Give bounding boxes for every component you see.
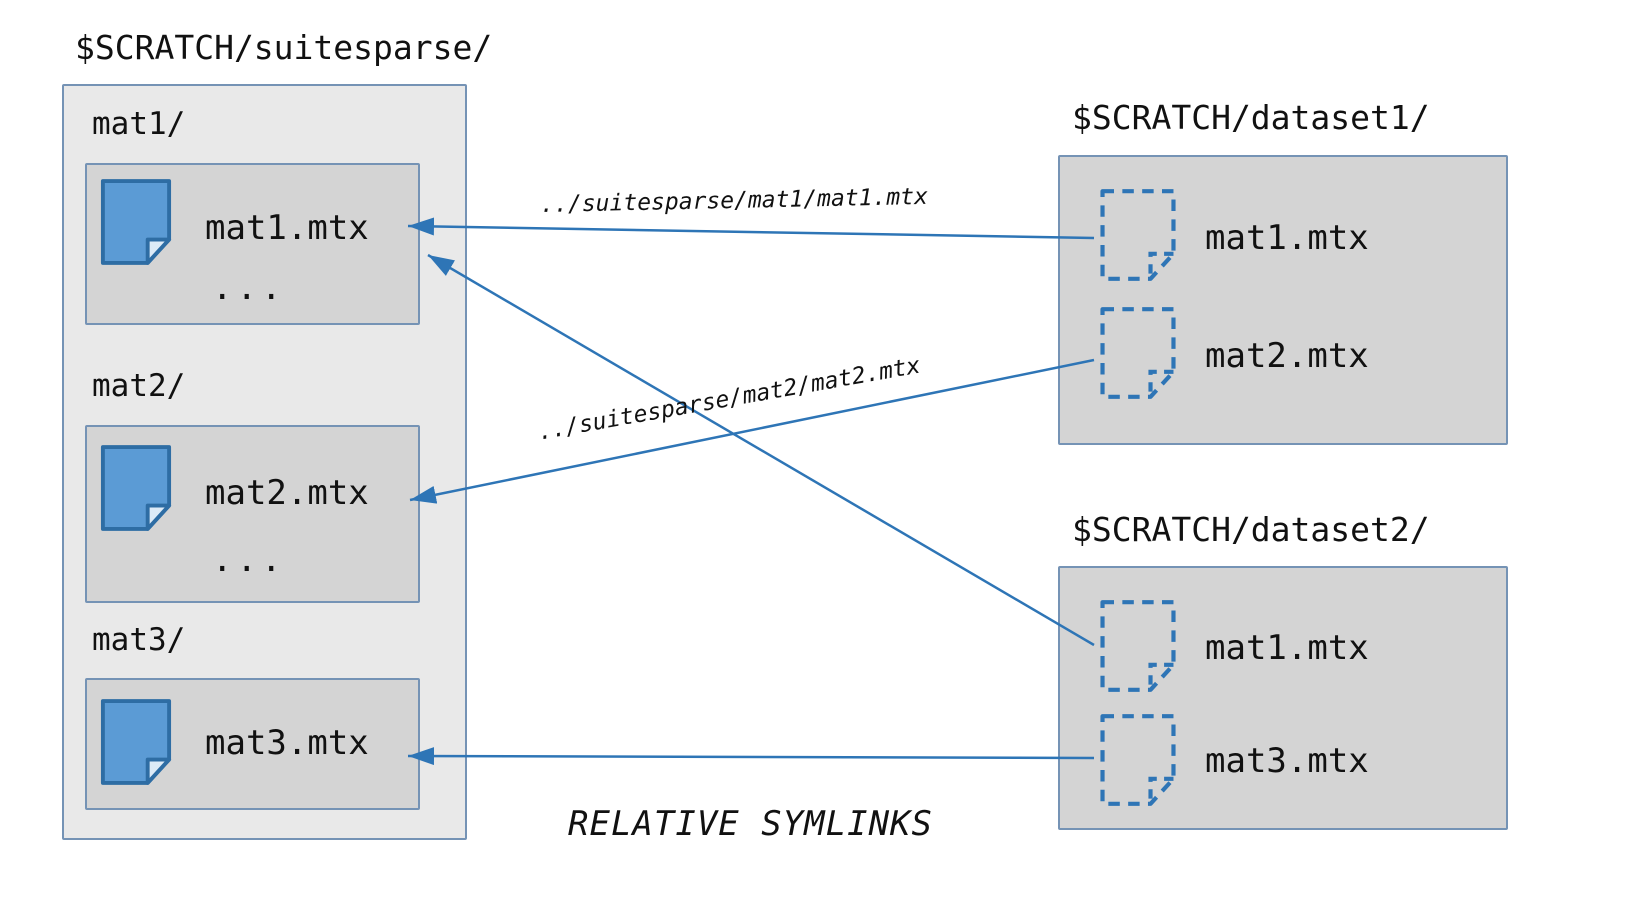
file-icon <box>100 445 172 531</box>
file-label-mat3: mat3.mtx <box>205 723 369 763</box>
dataset1-heading: $SCRATCH/dataset1/ <box>1072 98 1430 137</box>
dir-label-mat1: mat1/ <box>92 106 186 142</box>
file-label-mat2: mat2.mtx <box>205 473 369 513</box>
dataset2-file-mat1: mat1.mtx <box>1205 628 1369 668</box>
file-icon <box>100 179 172 265</box>
symlink-arrow-d2mat3 <box>407 747 1095 766</box>
symlink-arrow-d2mat1 <box>427 253 1095 647</box>
symlink-file-icon <box>1100 307 1176 399</box>
symlink-file-icon <box>1100 600 1176 692</box>
symlink-path-label-2: ../suitesparse/mat2/mat2.mtx <box>536 352 923 446</box>
dataset1-file-mat2: mat2.mtx <box>1205 336 1369 376</box>
symlink-path-label-1: ../suitesparse/mat1/mat1.mtx <box>540 183 929 218</box>
symlink-arrow-d1mat1 <box>407 217 1095 240</box>
diagram-caption: RELATIVE SYMLINKS <box>568 804 933 844</box>
file-icon <box>100 699 172 785</box>
ellipsis-mat1: ... <box>212 268 286 308</box>
symlink-file-icon <box>1100 714 1176 806</box>
dataset2-heading: $SCRATCH/dataset2/ <box>1072 510 1430 549</box>
ellipsis-mat2: ... <box>212 540 286 580</box>
dataset2-box <box>1058 566 1508 830</box>
suitesparse-heading: $SCRATCH/suitesparse/ <box>75 28 493 67</box>
file-label-mat1: mat1.mtx <box>205 208 369 248</box>
dataset1-file-mat1: mat1.mtx <box>1205 218 1369 258</box>
dir-label-mat2: mat2/ <box>92 368 186 404</box>
dir-label-mat3: mat3/ <box>92 622 186 658</box>
dataset2-file-mat3: mat3.mtx <box>1205 741 1369 781</box>
symlink-file-icon <box>1100 189 1176 281</box>
